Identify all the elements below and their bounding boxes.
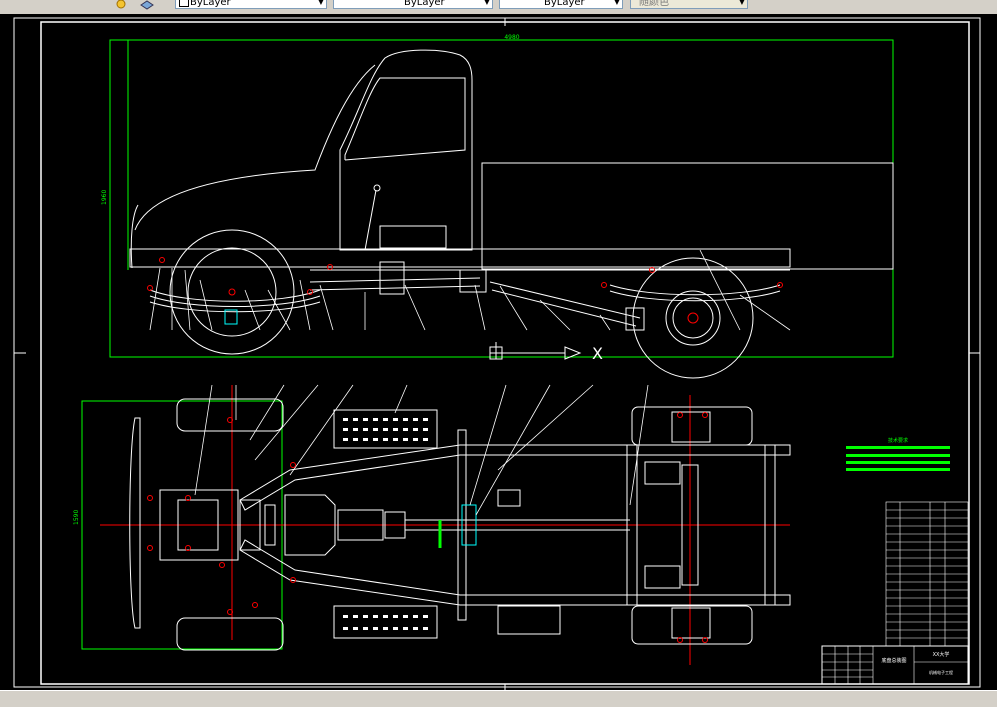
- chevron-down-icon[interactable]: ▼: [738, 0, 746, 6]
- drawing-canvas[interactable]: 4980 1960 X 1590: [0, 14, 997, 690]
- front-left-tire: [176, 398, 284, 432]
- title-block-name: 底盘总装图: [881, 657, 906, 664]
- front-right-tire: [176, 617, 284, 651]
- plotstyle-combo[interactable]: 随颜色 ▼: [630, 0, 748, 9]
- title-block-school: 机械电子工程: [929, 669, 953, 675]
- title-block-org: XX大学: [933, 651, 950, 658]
- engine-block: [159, 489, 239, 561]
- color-combo-value: ByLayer: [190, 0, 231, 8]
- tech-req-title: 技术要求: [888, 437, 908, 444]
- truck-side-view: 4980 1960: [101, 34, 894, 379]
- technical-requirements: 技术要求: [846, 437, 950, 471]
- parts-list-table: [885, 501, 969, 647]
- chassis-plan-view: 1590: [73, 384, 791, 665]
- side-frame-rail: [129, 248, 791, 268]
- properties-toolbar: ByLayer ▼ ByLayer ▼ ByLayer ▼ 随颜色 ▼: [0, 0, 997, 15]
- chevron-down-icon[interactable]: ▼: [483, 0, 491, 6]
- front-wheel: [169, 229, 295, 355]
- overall-length-dim: 4980: [504, 34, 519, 41]
- title-block: 底盘总装图 XX大学 机械电子工程: [821, 645, 969, 685]
- linetype-combo[interactable]: ByLayer ▼: [333, 0, 493, 9]
- lineweight-combo-value: ByLayer: [544, 0, 585, 8]
- rear-hub-left: [671, 411, 711, 443]
- cab-outline: [339, 49, 473, 251]
- gearbox: [284, 494, 336, 556]
- center-bearing: [461, 504, 477, 546]
- left-frame-rail: [239, 444, 791, 511]
- status-bar: [0, 690, 997, 707]
- plotstyle-combo-value: 随颜色: [639, 0, 669, 8]
- cab-window: [344, 77, 466, 161]
- hood-outline: [134, 64, 376, 231]
- rear-right-tire: [631, 605, 753, 645]
- track-width-dim: 1590: [73, 510, 80, 525]
- right-step: [333, 605, 438, 639]
- linetype-combo-value: ByLayer: [404, 0, 445, 8]
- lineweight-combo[interactable]: ByLayer ▼: [499, 0, 623, 9]
- right-frame-rail: [239, 539, 791, 606]
- drawing-frame: [13, 17, 981, 690]
- layer-icon[interactable]: [140, 0, 154, 10]
- rear-hub-right: [671, 607, 711, 639]
- color-combo[interactable]: ByLayer ▼: [175, 0, 327, 9]
- ucs-x-label: X: [592, 344, 603, 363]
- chevron-down-icon[interactable]: ▼: [613, 0, 621, 6]
- cargo-box: [481, 162, 894, 270]
- ucs-icon: X: [489, 342, 603, 363]
- color-swatch-icon: [179, 0, 189, 7]
- chevron-down-icon[interactable]: ▼: [317, 0, 325, 6]
- overall-height-dim: 1960: [101, 190, 108, 205]
- left-step: [333, 409, 438, 449]
- sun-icon[interactable]: [115, 0, 129, 9]
- rear-wheel: [632, 257, 754, 379]
